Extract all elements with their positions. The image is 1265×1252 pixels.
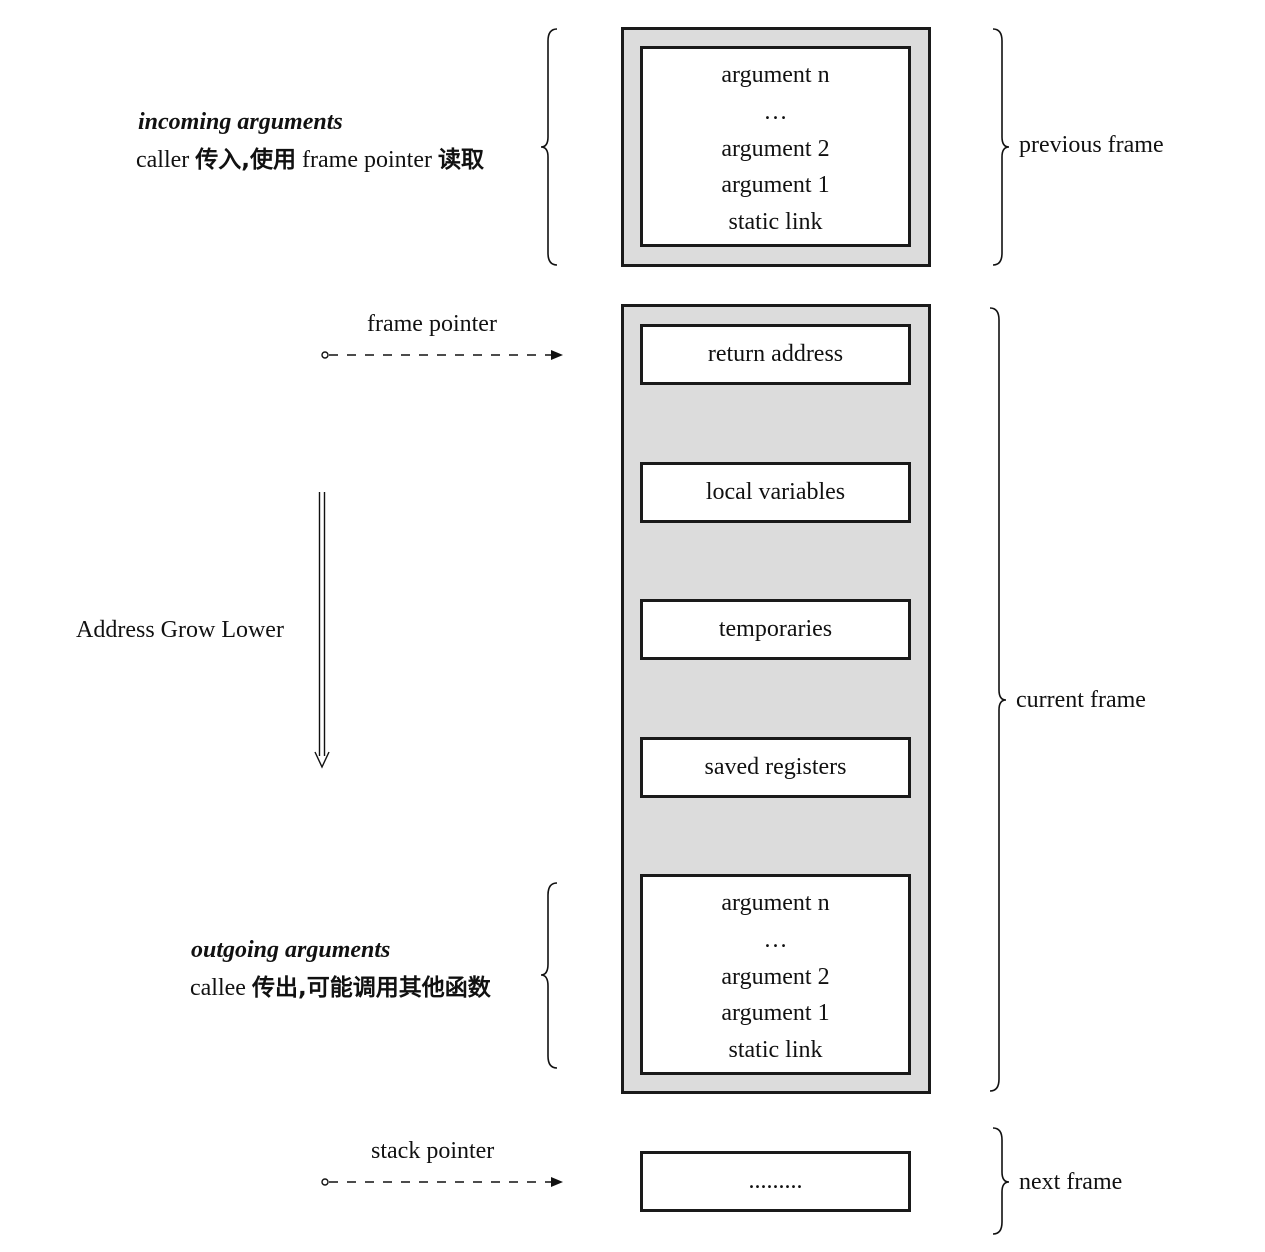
saved-registers-label: saved registers: [704, 754, 847, 780]
outgoing-arguments-description: callee 传出,可能调用其他函数: [190, 976, 491, 1000]
local-variables-label: local variables: [705, 479, 846, 505]
next-frame-box: .........: [640, 1151, 911, 1212]
local-variables-box: local variables: [640, 462, 911, 523]
temporaries-box: temporaries: [640, 599, 911, 660]
incoming-brace: [540, 28, 558, 266]
prev-arg-1: argument 1: [721, 172, 830, 199]
address-direction-arrow: [314, 492, 330, 769]
prev-arg-2: argument 2: [721, 135, 830, 162]
previous-frame-brace: [992, 28, 1010, 266]
out-arg-2: argument 2: [721, 963, 830, 990]
outgoing-desc-cjk: 传出,可能调用其他函数: [251, 975, 491, 1001]
frame-pointer-label: frame pointer: [367, 311, 497, 337]
outgoing-desc-prefix: callee: [190, 975, 252, 1001]
return-address-box: return address: [640, 324, 911, 385]
saved-registers-box: saved registers: [640, 737, 911, 798]
out-static-link: static link: [728, 1037, 823, 1063]
frame-pointer-arrow: [321, 350, 563, 360]
out-arg-1: argument 1: [721, 1000, 830, 1027]
previous-args-box: argument n … argument 2 argument 1 stati…: [640, 46, 911, 247]
return-address-label: return address: [707, 341, 844, 367]
prev-static-link: static link: [728, 209, 823, 235]
current-frame-brace: [989, 307, 1007, 1092]
prev-arg-n: argument n: [721, 62, 830, 88]
out-arg-ellipsis: …: [763, 926, 788, 953]
stack-pointer-label: stack pointer: [371, 1138, 495, 1164]
outgoing-arguments-title: outgoing arguments: [191, 937, 391, 963]
previous-frame-label: previous frame: [1019, 132, 1164, 158]
incoming-desc-cjk2: 读取: [437, 147, 484, 173]
next-frame-label: next frame: [1019, 1169, 1123, 1195]
out-arg-n: argument n: [721, 890, 830, 916]
next-frame-dots: .........: [748, 1168, 803, 1194]
prev-arg-ellipsis: …: [763, 98, 788, 125]
incoming-arguments-title: incoming arguments: [138, 109, 343, 135]
current-frame-label: current frame: [1016, 687, 1146, 713]
outgoing-args-box: argument n … argument 2 argument 1 stati…: [640, 874, 911, 1075]
incoming-arguments-description: caller 传入,使用 frame pointer 读取: [136, 148, 484, 172]
incoming-desc-cjk: 传入,使用: [195, 147, 297, 173]
address-grow-lower-label: Address Grow Lower: [76, 617, 284, 643]
next-frame-brace: [992, 1127, 1010, 1235]
temporaries-label: temporaries: [718, 616, 833, 642]
stack-pointer-arrow: [321, 1177, 563, 1187]
incoming-desc-mid: frame pointer: [296, 147, 438, 173]
incoming-desc-prefix: caller: [136, 147, 196, 173]
outgoing-brace: [540, 882, 558, 1069]
